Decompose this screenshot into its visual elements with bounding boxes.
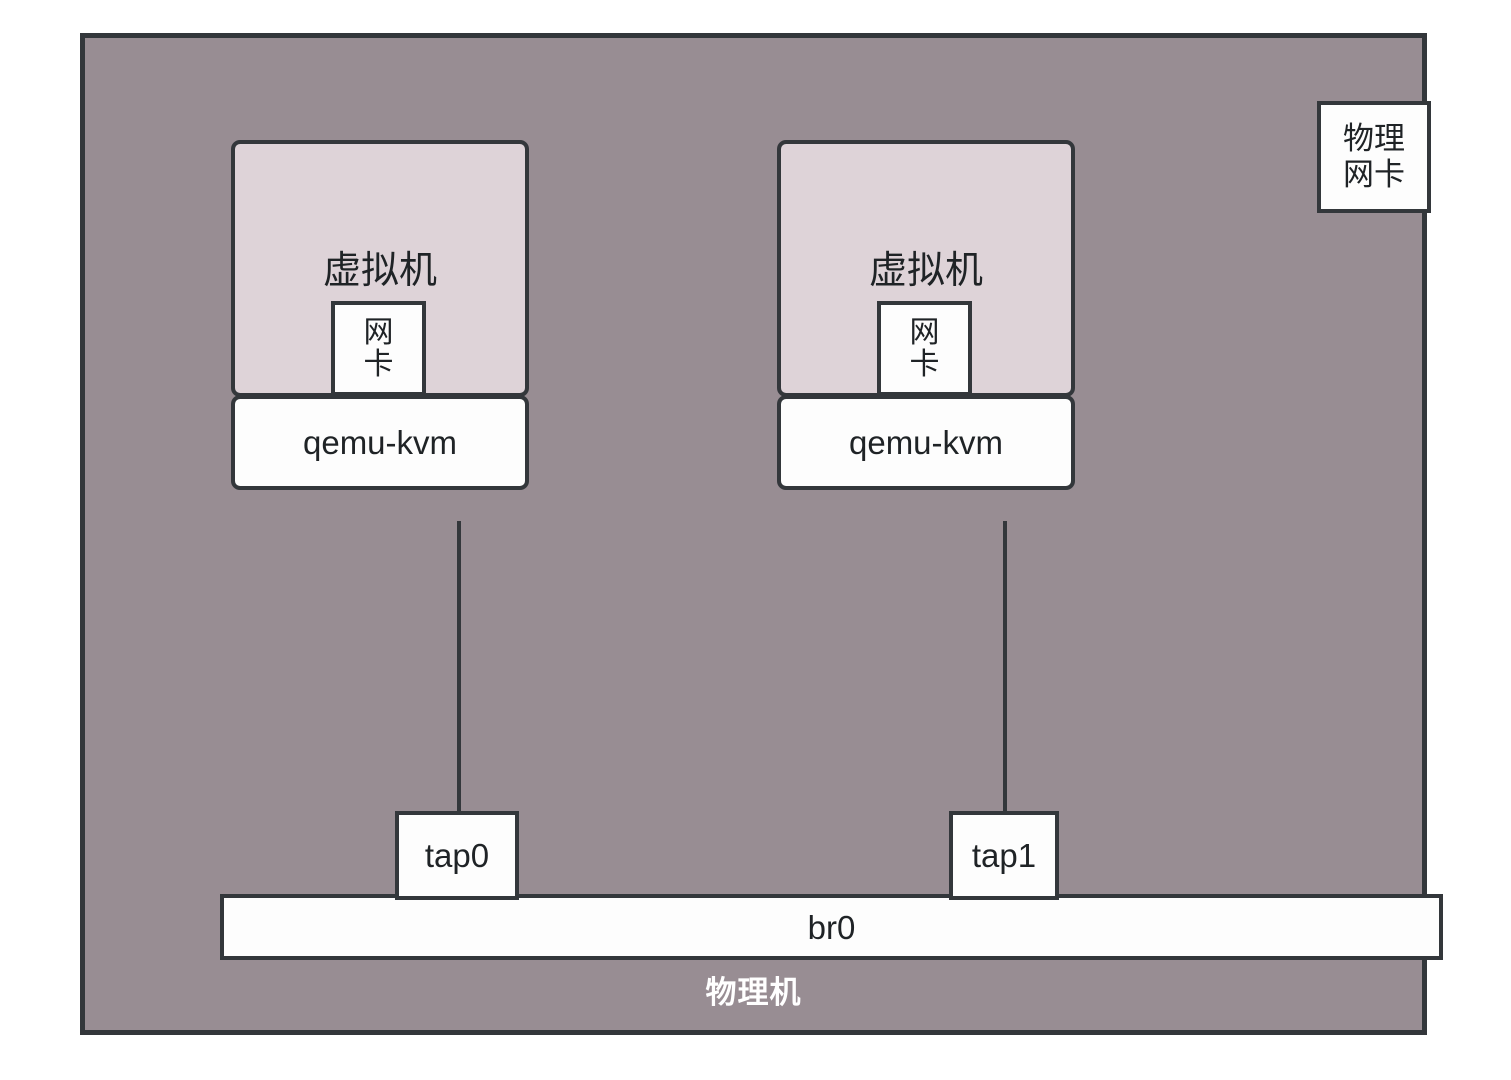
vm-nic-label-1-line1: 网 bbox=[909, 316, 940, 349]
vm-nic-label-1-line2: 卡 bbox=[909, 347, 940, 381]
vm-label-1: 虚拟机 bbox=[868, 250, 983, 292]
physical-nic-label-line2: 网卡 bbox=[1343, 157, 1405, 192]
host-machine-container: 物理 网卡 虚拟机 qemu-kvm 网 卡 虚拟机 qemu-kvm bbox=[80, 33, 1443, 1035]
bridge-label: br0 bbox=[807, 908, 856, 946]
tap-device-box-1: tap1 bbox=[949, 811, 1059, 900]
tap-device-label-0: tap0 bbox=[424, 837, 490, 874]
vm-nic-label-0-line1: 网 bbox=[363, 316, 394, 349]
vm-nic-label-0-line2: 卡 bbox=[363, 347, 394, 381]
physical-nic-box: 物理 网卡 bbox=[1317, 101, 1431, 213]
connector-line-qemu1-to-tap1 bbox=[1003, 521, 1007, 813]
qemu-kvm-label-0: qemu-kvm bbox=[302, 424, 458, 461]
physical-nic-label-line1: 物理 bbox=[1343, 121, 1405, 157]
qemu-kvm-box-1: qemu-kvm bbox=[777, 395, 1075, 490]
tap-device-label-1: tap1 bbox=[971, 837, 1037, 874]
qemu-kvm-label-1: qemu-kvm bbox=[848, 424, 1004, 461]
tap-device-box-0: tap0 bbox=[395, 811, 519, 900]
connector-line-qemu0-to-tap0 bbox=[457, 521, 461, 813]
vm-nic-box-0: 网 卡 bbox=[331, 301, 426, 396]
qemu-kvm-box-0: qemu-kvm bbox=[231, 395, 529, 490]
vm-nic-box-1: 网 卡 bbox=[877, 301, 972, 396]
host-machine-label: 物理机 bbox=[705, 975, 802, 1010]
vm-label-0: 虚拟机 bbox=[322, 250, 437, 292]
bridge-box: br0 bbox=[220, 894, 1443, 960]
